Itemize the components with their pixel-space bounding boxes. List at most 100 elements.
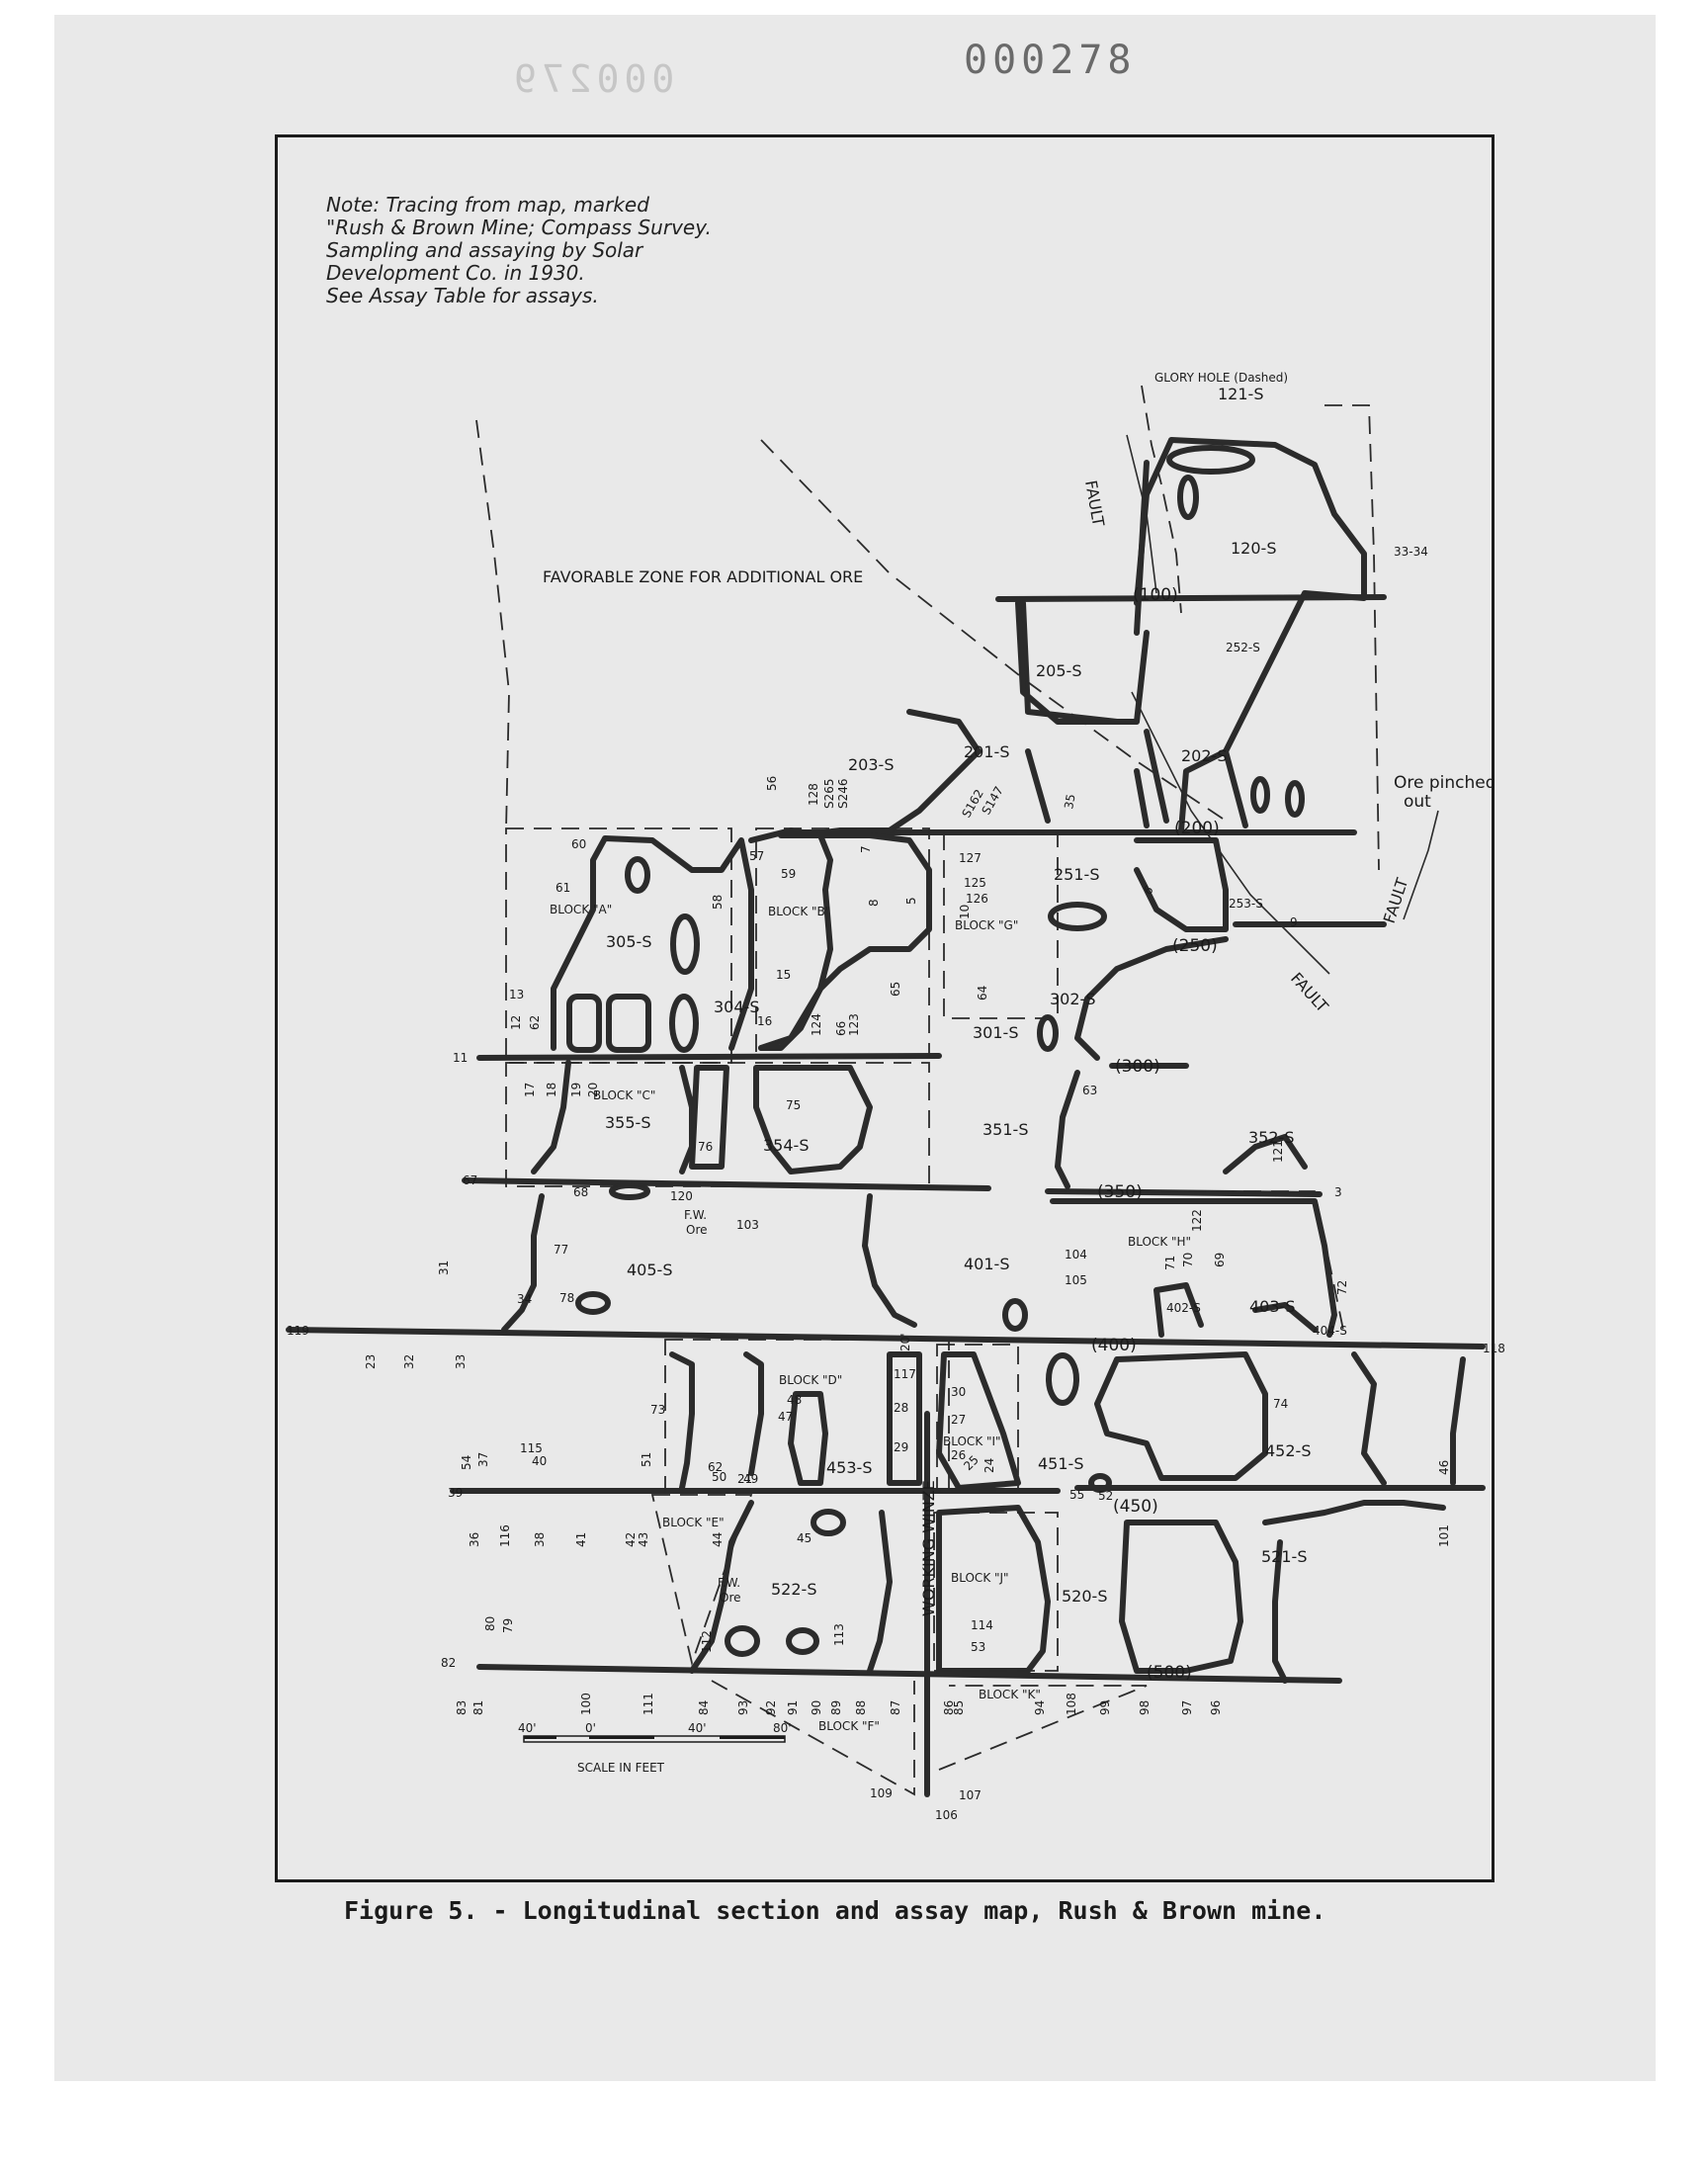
block-i-outline: [936, 1344, 1019, 1492]
stope-label: 354-S: [763, 1136, 809, 1155]
sample-point-number: 33-34: [1394, 545, 1428, 559]
block-b-outline: [755, 827, 930, 1059]
sample-point-number: 52: [1098, 1489, 1113, 1503]
fault-line: [1403, 810, 1439, 920]
glory-hole-outline: [1324, 404, 1380, 871]
pillar: [669, 994, 699, 1053]
sample-point-number: 76: [698, 1140, 713, 1154]
stope-452-outline: [1094, 1351, 1268, 1481]
stope-28-outline: [887, 1351, 922, 1486]
fault-label: FAULT: [1380, 876, 1412, 926]
glory-hole-outline: [1141, 385, 1182, 614]
scale-tick: 80': [773, 1721, 792, 1735]
sample-point-number: 66: [834, 1021, 848, 1036]
sample-point-number: 81: [471, 1700, 485, 1715]
level-label: (500): [1147, 1663, 1192, 1683]
stope-401-outline: [862, 1193, 917, 1328]
document-number-stamp: 000278: [964, 38, 1137, 83]
map-note: Note: Tracing from map, marked "Rush & B…: [326, 194, 712, 307]
sample-point-number: 94: [1033, 1700, 1047, 1715]
sample-point-number: 91: [786, 1700, 800, 1715]
figure-frame: [275, 134, 1494, 1882]
sample-point-number: 65: [889, 982, 902, 997]
drift-350: [462, 1177, 991, 1191]
note-line: "Rush & Brown Mine; Compass Survey.: [326, 216, 712, 239]
sample-point-number: 10: [958, 905, 972, 919]
stope-352-outline: [1223, 1134, 1308, 1174]
pillar: [670, 914, 700, 975]
sample-point-number: 28: [894, 1401, 908, 1415]
sample-point-number: 71: [1163, 1256, 1177, 1270]
sample-point-number: 77: [554, 1243, 568, 1257]
sample-point-number: 17: [523, 1083, 537, 1097]
block-labels: BLOCK "A" BLOCK "B" BLOCK "G" BLOCK "C" …: [550, 903, 1191, 1733]
stope-label: 352-S: [1248, 1128, 1294, 1147]
stope-522-outline: [867, 1510, 893, 1674]
sample-point-number: 29: [894, 1440, 908, 1454]
sample-point-number: 74: [1273, 1397, 1288, 1411]
sample-point-number: 3: [1334, 1185, 1342, 1199]
raise-205: [1020, 600, 1120, 725]
fault-label: FAULT: [1081, 478, 1108, 528]
sample-point-number: 68: [573, 1185, 588, 1199]
sample-point-number: 54: [460, 1455, 473, 1470]
sample-point-number: 119: [287, 1324, 309, 1338]
sample-point-number: 67: [463, 1174, 477, 1187]
sample-point-number: 37: [476, 1452, 490, 1467]
sample-point-number: 58: [711, 895, 725, 910]
sample-point-number: 59: [781, 867, 796, 881]
sample-point-number: 98: [1138, 1700, 1152, 1715]
stope-label: 402-S: [1166, 1301, 1201, 1315]
sample-point-number: 51: [640, 1452, 653, 1467]
pillar: [1048, 902, 1107, 931]
sample-point-number: 7: [859, 845, 873, 853]
scale-title: SCALE IN FEET: [577, 1761, 665, 1775]
stope-48-outline: [743, 1351, 764, 1476]
sample-point-number: 96: [1209, 1700, 1223, 1715]
stope-302-outline: [1074, 936, 1229, 1061]
block-label: BLOCK "B": [768, 905, 830, 918]
sample-point-number: 88: [854, 1700, 868, 1715]
figure-caption: Figure 5. - Longitudinal section and ass…: [344, 1896, 1326, 1925]
sample-point-number: 57: [749, 849, 764, 863]
sample-point-number: 11: [453, 1051, 468, 1065]
block-label: BLOCK "J": [951, 1571, 1009, 1585]
sample-point-number: S246: [836, 778, 850, 809]
sample-point-number: 63: [1082, 1084, 1097, 1097]
sample-point-number: 111: [641, 1693, 655, 1715]
block-label: BLOCK "K": [979, 1688, 1041, 1701]
sample-point-number: 62: [528, 1015, 542, 1030]
level-label: (400): [1091, 1336, 1137, 1355]
sample-point-number: 86: [942, 1700, 956, 1715]
stope-label: 253-S: [1229, 897, 1263, 911]
sample-point-number: 47: [778, 1410, 793, 1424]
drift-300: [476, 1053, 942, 1061]
stope-201-outline: [1025, 748, 1150, 828]
drift-500: [476, 1664, 1342, 1684]
pillar: [1177, 475, 1199, 520]
sample-point-number: 38: [533, 1532, 547, 1547]
level-label: (250): [1172, 936, 1218, 956]
ore-pinched-label: Ore pinched: [1394, 773, 1496, 793]
sample-point-number: 100: [579, 1693, 593, 1715]
stope-label: 351-S: [982, 1120, 1028, 1139]
stope-120-outline: [1134, 437, 1367, 833]
stope-520-outline: [1119, 1520, 1243, 1674]
stope-205-outline: [1015, 600, 1150, 725]
sample-point-number: 104: [1065, 1248, 1087, 1262]
scale-bar: 40' 0' 40' 80' SCALE IN FEET: [518, 1721, 792, 1775]
stope-label: 520-S: [1062, 1587, 1107, 1606]
sample-point-number: 8: [867, 899, 881, 907]
stope-label: 120-S: [1231, 539, 1276, 558]
sample-point-number: 31: [437, 1261, 451, 1275]
stope-label: 301-S: [973, 1023, 1018, 1042]
block-g-outline: [943, 831, 1059, 1019]
pillar: [786, 1627, 819, 1655]
favorable-zone-label: FAVORABLE ZONE FOR ADDITIONAL ORE: [543, 567, 863, 586]
glory-hole-label: GLORY HOLE (Dashed): [1154, 371, 1288, 385]
pillar: [1088, 1473, 1112, 1493]
level-label: (300): [1115, 1057, 1160, 1077]
sample-point-number: 124: [810, 1013, 823, 1036]
block-k-outline: [938, 1685, 1148, 1771]
sample-point-number: 72: [1335, 1280, 1349, 1295]
